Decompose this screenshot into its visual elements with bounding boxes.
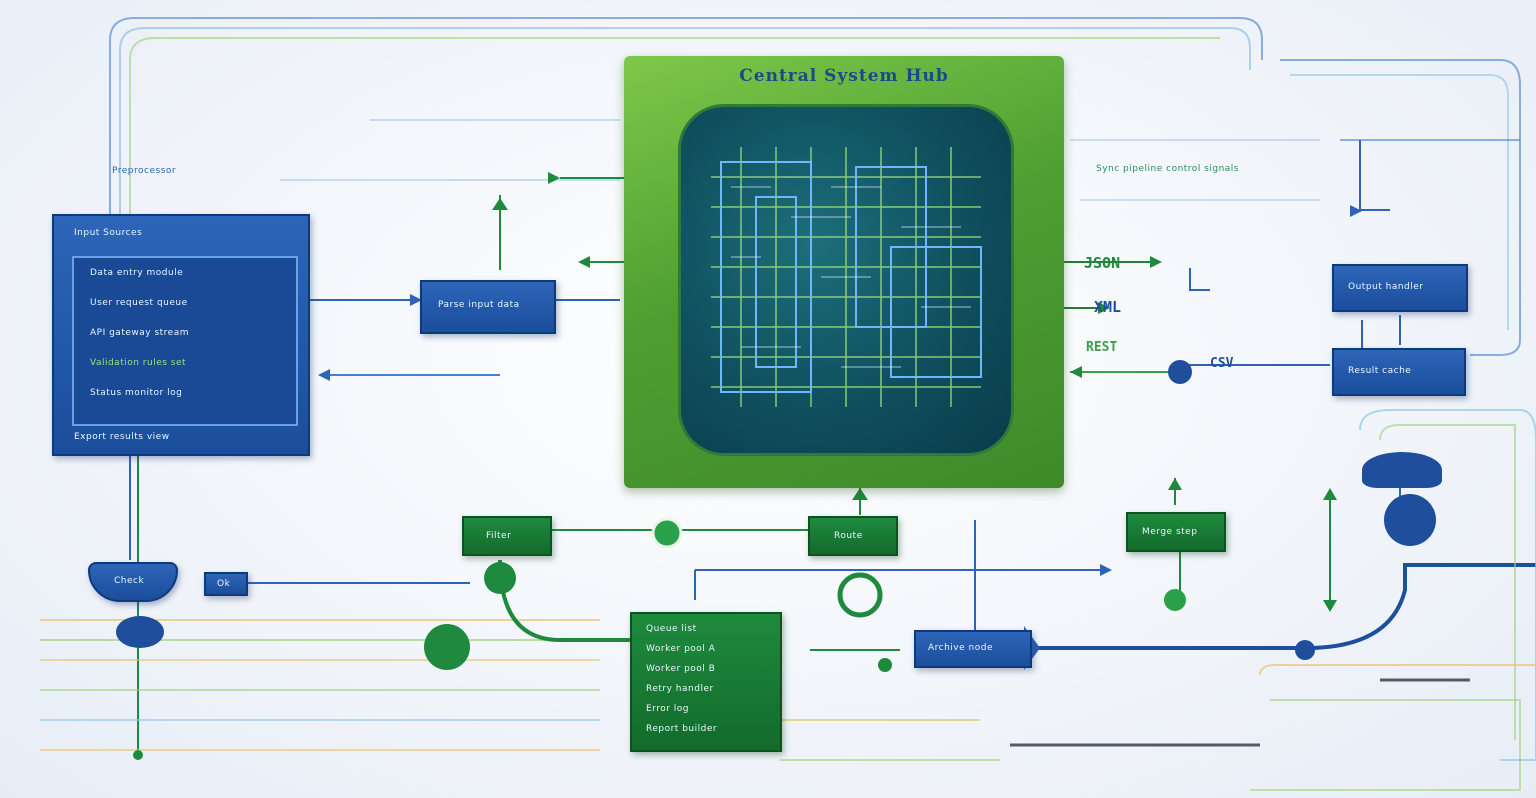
parse-box-label: Parse input data (438, 300, 520, 310)
parse-box: Parse input data (420, 280, 556, 334)
merge-label: Merge step (1142, 527, 1198, 537)
route-label: Route (834, 531, 863, 541)
input-panel: Input Sources Data entry module User req… (52, 214, 310, 456)
code-tag-json: JSON (1084, 254, 1121, 272)
archive-label: Archive node (928, 643, 993, 653)
result-cache-label: Result cache (1348, 366, 1412, 376)
check-decision: Check (88, 562, 178, 602)
merge-box: Merge step (1126, 512, 1226, 552)
route-box: Route (808, 516, 898, 556)
list-item: Queue list (646, 624, 697, 634)
list-item: Worker pool A (646, 644, 716, 654)
list-item: API gateway stream (90, 328, 189, 338)
list-item: Validation rules set (90, 358, 187, 368)
list-item: User request queue (90, 298, 188, 308)
green-node (424, 624, 470, 670)
list-item: Status monitor log (90, 388, 183, 398)
input-panel-title: Input Sources (74, 228, 143, 238)
list-item: Data entry module (90, 268, 184, 278)
input-panel-footer: Export results view (74, 432, 170, 442)
list-item: Report builder (646, 724, 718, 734)
connector-node (116, 616, 164, 648)
hub-grid (711, 147, 982, 407)
list-item: Retry handler (646, 684, 714, 694)
filter-box: Filter (462, 516, 552, 556)
preprocessor-label: Preprocessor (112, 166, 177, 176)
central-hub: Central System Hub (624, 56, 1064, 488)
storage-node (1362, 452, 1442, 488)
output-handler-label: Output handler (1348, 282, 1424, 292)
code-tag-rest: REST (1086, 340, 1118, 355)
input-panel-list: Data entry module User request queue API… (72, 256, 298, 426)
filter-label: Filter (486, 531, 512, 541)
archive-box: Archive node (914, 630, 1032, 668)
code-tag-xml: XML (1094, 298, 1122, 316)
ok-label: Ok (217, 579, 231, 589)
check-label: Check (114, 576, 145, 586)
list-item: Worker pool B (646, 664, 716, 674)
worker-panel: Queue list Worker pool A Worker pool B R… (630, 612, 782, 752)
result-cache-box: Result cache (1332, 348, 1466, 396)
list-item: Error log (646, 704, 690, 714)
output-handler-box: Output handler (1332, 264, 1468, 312)
code-tag-csv: CSV (1210, 356, 1234, 371)
hub-screen (678, 104, 1014, 456)
central-hub-title: Central System Hub (739, 66, 949, 86)
ok-node: Ok (204, 572, 248, 596)
top-right-note: Sync pipeline control signals (1096, 164, 1239, 174)
